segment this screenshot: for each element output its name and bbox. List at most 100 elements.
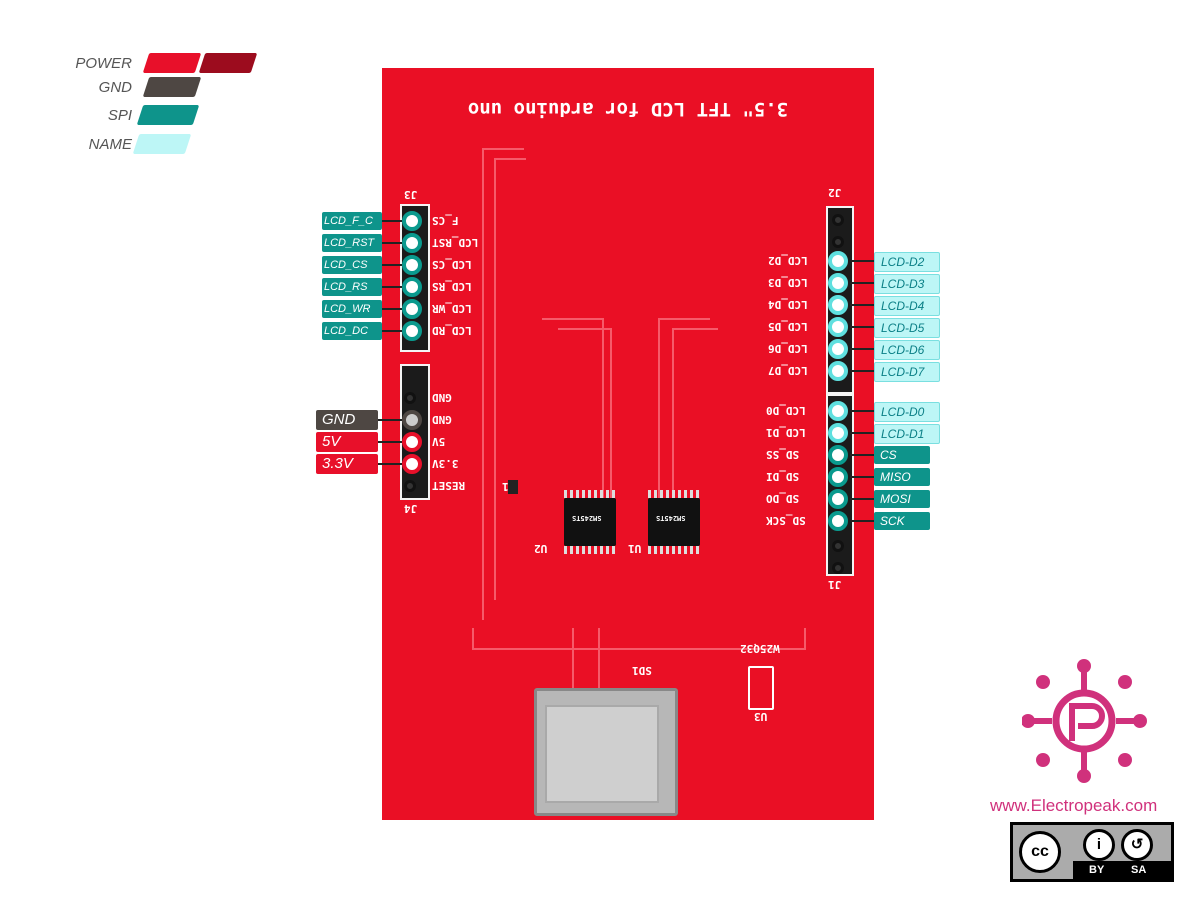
pin-silk-label: F_CS <box>432 214 459 227</box>
header-pin <box>402 255 422 275</box>
header-pin <box>404 392 416 404</box>
pin-tag: 5V <box>316 432 378 452</box>
share-alike-icon: ↺ <box>1121 829 1153 861</box>
resistor-r1 <box>508 480 518 494</box>
ic-pins <box>564 546 616 554</box>
header-pin <box>402 211 422 231</box>
pin-leader-line <box>368 264 402 266</box>
header-pin <box>828 401 848 421</box>
ic-u2: SM245TS <box>564 498 616 546</box>
pin-tag: LCD-D6 <box>874 340 940 360</box>
legend-gnd-label: GND <box>98 79 132 96</box>
pin-leader-line <box>850 476 876 478</box>
pin-tag: MOSI <box>874 490 930 508</box>
header-pin <box>832 214 844 226</box>
trace <box>482 148 524 620</box>
pin-leader-line <box>368 242 402 244</box>
pin-leader-line <box>850 370 876 372</box>
pin-leader-line <box>850 326 876 328</box>
header-pin <box>828 489 848 509</box>
license-by: BY <box>1089 864 1105 876</box>
pin-silk-label: LCD_RS <box>432 280 472 293</box>
trace <box>672 328 718 500</box>
gnd-swatch <box>142 77 202 97</box>
pin-leader-line <box>850 520 876 522</box>
sd-card-slot <box>534 688 678 816</box>
label-u2: U2 <box>534 542 548 555</box>
sd-card-slot-inner <box>545 705 659 803</box>
header-pin <box>832 236 844 248</box>
name-swatch <box>132 134 192 154</box>
pin-silk-label: LCD_WR <box>432 302 472 315</box>
header-pin <box>828 445 848 465</box>
pin-leader-line <box>368 330 402 332</box>
pin-leader-line <box>362 419 402 421</box>
pin-silk-label: RESET <box>432 479 466 492</box>
header-pin <box>828 317 848 337</box>
pin-leader-line <box>850 498 876 500</box>
pin-tag: LCD-D0 <box>874 402 940 422</box>
pin-tag: LCD_RS <box>322 278 382 296</box>
header-pin <box>402 321 422 341</box>
header-pin <box>402 233 422 253</box>
legend-power-label: POWER <box>75 55 132 72</box>
pin-tag: LCD-D5 <box>874 318 940 338</box>
pin-silk-label: LCD_D3 <box>768 276 808 289</box>
chip-marking: SM245TS <box>572 514 602 522</box>
flash-u3 <box>748 666 774 710</box>
pin-silk-label: LCD_RD <box>432 324 472 337</box>
header-pin <box>828 251 848 271</box>
pin-tag: GND <box>316 410 378 430</box>
cc-icon: cc <box>1019 831 1061 873</box>
ic-pins <box>564 490 616 498</box>
pin-leader-line <box>850 410 876 412</box>
pin-silk-label: GND <box>432 391 452 404</box>
pin-tag: LCD_DC <box>322 322 382 340</box>
ic-u1: SM245TS <box>648 498 700 546</box>
trace <box>494 158 526 600</box>
pin-leader-line <box>850 348 876 350</box>
pin-silk-label: LCD_D7 <box>768 364 808 377</box>
pin-leader-line <box>362 441 402 443</box>
pin-tag: LCD_CS <box>322 256 382 274</box>
header-pin <box>832 540 844 552</box>
header-pin <box>828 423 848 443</box>
header-pin <box>828 511 848 531</box>
pin-leader-line <box>368 286 402 288</box>
pin-tag: LCD-D2 <box>874 252 940 272</box>
power-swatch <box>142 53 202 73</box>
pin-leader-line <box>850 260 876 262</box>
header-pin <box>828 295 848 315</box>
pin-silk-label: LCD_D1 <box>766 426 806 439</box>
legend-name-label: NAME <box>88 136 132 153</box>
attribution-icon: i <box>1083 829 1115 861</box>
pin-silk-label: SD_DO <box>766 492 800 505</box>
power-swatch-dark <box>198 53 258 73</box>
website-label[interactable]: www.Electropeak.com <box>990 796 1158 815</box>
pin-silk-label: SD_SCK <box>766 514 806 527</box>
pin-silk-label: SD_SS <box>766 448 800 461</box>
header-pin <box>402 410 422 430</box>
pin-tag: LCD_WR <box>322 300 382 318</box>
pin-tag: SCK <box>874 512 930 530</box>
pin-leader-line <box>362 463 402 465</box>
pin-tag: LCD-D3 <box>874 274 940 294</box>
pin-leader-line <box>850 454 876 456</box>
pin-silk-label: GND <box>432 413 452 426</box>
spi-swatch <box>136 105 200 125</box>
pin-tag: LCD_RST <box>322 234 382 252</box>
header-pin <box>402 454 422 474</box>
trace <box>542 318 604 500</box>
trace <box>572 628 600 728</box>
license-sa: SA <box>1131 864 1147 876</box>
pin-silk-label: LCD_D0 <box>766 404 806 417</box>
header-pin <box>404 480 416 492</box>
flash-label: W25Q32 <box>740 642 780 655</box>
label-j3: J3 <box>404 188 418 201</box>
trace <box>472 628 806 650</box>
pin-tag: LCD-D4 <box>874 296 940 316</box>
pin-silk-label: LCD_RST <box>432 236 479 249</box>
pin-silk-label: LCD_CS <box>432 258 472 271</box>
ic-pins <box>648 490 700 498</box>
pin-tag: MISO <box>874 468 930 486</box>
